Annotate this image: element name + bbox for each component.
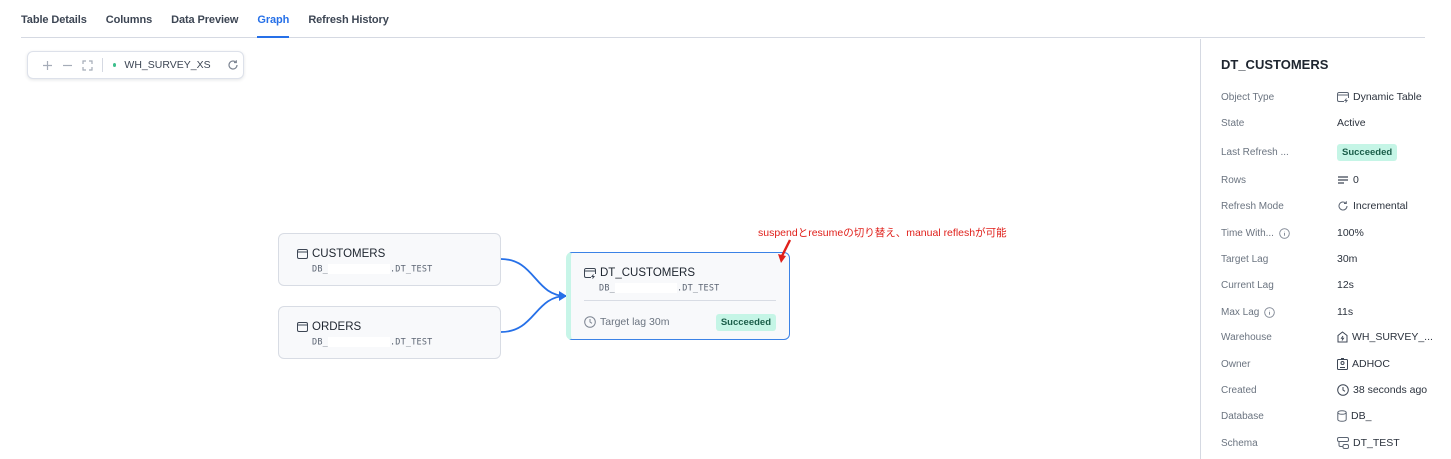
- details-panel: DT_CUSTOMERS Object Type Dynamic Table S…: [1200, 39, 1451, 459]
- plus-icon: [42, 60, 52, 70]
- fit-screen-icon: [82, 59, 94, 71]
- prop-database: Database DB_: [1221, 410, 1372, 422]
- graph-edges: [500, 258, 567, 333]
- node-name: CUSTOMERS: [312, 248, 386, 260]
- annotation-text: suspendとresumeの切り替え、manual refleshが可能: [758, 227, 1007, 239]
- node-name: DT_CUSTOMERS: [600, 267, 695, 279]
- fit-screen-button[interactable]: [78, 55, 98, 75]
- graph-node-customers[interactable]: CUSTOMERS DB_.DT_TEST: [278, 233, 501, 286]
- graph-toolbar: WH_SURVEY_XS: [27, 51, 244, 79]
- clock-icon: [1337, 384, 1349, 396]
- refresh-graph-button[interactable]: [223, 55, 243, 75]
- graph-node-orders[interactable]: ORDERS DB_.DT_TEST: [278, 306, 501, 359]
- prop-last-refresh: Last Refresh ... Succeeded: [1221, 143, 1451, 161]
- tab-graph[interactable]: Graph: [257, 14, 289, 38]
- prop-rows: Rows 0: [1221, 174, 1359, 186]
- node-path: DB_.DT_TEST: [312, 337, 433, 348]
- graph-node-dt-customers[interactable]: DT_CUSTOMERS DB_.DT_TEST Target lag 30m …: [566, 252, 790, 340]
- prop-current-lag: Current Lag 12s: [1221, 279, 1354, 291]
- prop-warehouse: Warehouse WH_SURVEY_...: [1221, 331, 1433, 343]
- node-path: DB_.DT_TEST: [312, 264, 433, 275]
- prop-target-lag: Target Lag 30m: [1221, 253, 1358, 265]
- zoom-in-button[interactable]: [37, 55, 57, 75]
- prop-object-type: Object Type Dynamic Table: [1221, 91, 1422, 103]
- warehouse-icon: [1337, 331, 1348, 343]
- info-icon[interactable]: [1264, 306, 1276, 318]
- prop-owner: Owner ADHOC: [1221, 358, 1390, 370]
- prop-max-lag: Max Lag 11s: [1221, 306, 1354, 318]
- node-divider: [584, 300, 776, 301]
- zoom-out-button[interactable]: [57, 55, 77, 75]
- role-icon: [1337, 358, 1348, 370]
- prop-created: Created 38 seconds ago: [1221, 384, 1428, 396]
- database-icon: [1337, 410, 1347, 422]
- warehouse-name[interactable]: WH_SURVEY_XS: [124, 59, 211, 71]
- node-path: DB_.DT_TEST: [599, 283, 720, 294]
- status-badge: Succeeded: [1337, 143, 1398, 161]
- table-icon: [297, 249, 308, 259]
- dynamic-table-icon: [584, 267, 596, 279]
- target-lag: Target lag 30m: [584, 316, 669, 328]
- prop-time-within: Time With... 100%: [1221, 227, 1364, 239]
- tab-refresh-history[interactable]: Refresh History: [308, 14, 389, 26]
- toolbar-divider: [102, 58, 104, 72]
- tab-columns[interactable]: Columns: [105, 14, 153, 26]
- graph-canvas[interactable]: WH_SURVEY_XS CUSTOMERS DB_.DT_TEST ORDER…: [0, 39, 1200, 459]
- info-icon[interactable]: [1279, 227, 1290, 239]
- tab-data-preview[interactable]: Data Preview: [171, 14, 239, 26]
- warehouse-status-dot: [113, 63, 117, 67]
- prop-state: State Active: [1221, 117, 1366, 129]
- tab-bar: Table Details Columns Data Preview Graph…: [21, 0, 1425, 38]
- rows-icon: [1338, 176, 1348, 184]
- clock-icon: [584, 316, 596, 328]
- refresh-icon: [1338, 201, 1348, 211]
- status-badge: Succeeded: [715, 314, 776, 331]
- schema-icon: [1337, 437, 1349, 449]
- table-icon: [297, 322, 308, 332]
- prop-schema: Schema DT_TEST: [1221, 437, 1400, 449]
- tab-table-details[interactable]: Table Details: [21, 14, 87, 26]
- dynamic-table-icon: [1337, 91, 1349, 103]
- minus-icon: [63, 64, 73, 66]
- annotation-arrow: [778, 239, 792, 263]
- prop-refresh-mode: Refresh Mode Incremental: [1221, 200, 1408, 212]
- refresh-icon: [228, 60, 238, 70]
- node-name: ORDERS: [312, 321, 362, 333]
- panel-title: DT_CUSTOMERS: [1221, 57, 1329, 72]
